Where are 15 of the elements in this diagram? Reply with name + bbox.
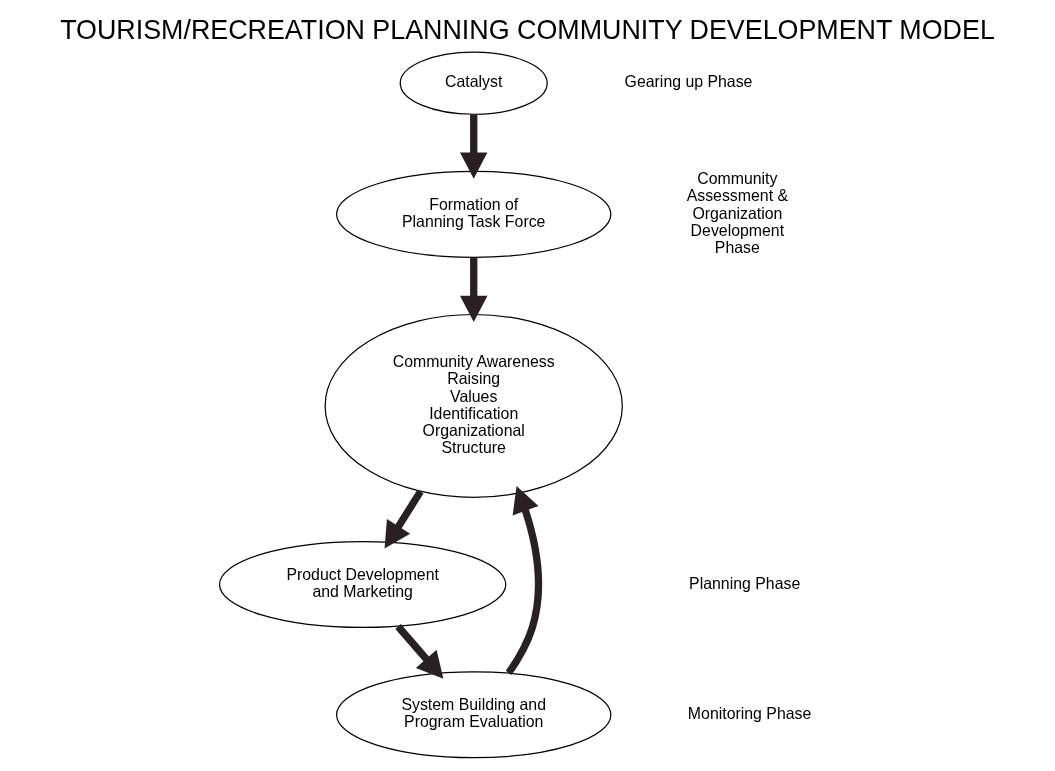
diagram-title: TOURISM/RECREATION PLANNING COMMUNITY DEVELOPMENT MODEL: [60, 15, 995, 46]
node-ellipse: Product Development and Marketing: [218, 540, 507, 629]
label: Community Assessment & Organization Development Phase: [686, 170, 789, 256]
arrow: [395, 624, 444, 679]
node-ellipse: Formation of Planning Task Force: [335, 170, 612, 258]
node-ellipse: Catalyst: [399, 51, 548, 115]
arrow: [505, 486, 543, 676]
arrow: [459, 114, 488, 179]
arrow: [384, 489, 424, 549]
label: Gearing up Phase: [624, 73, 753, 91]
node-ellipse: System Building and Program Evaluation: [335, 671, 612, 759]
label: Monitoring Phase: [687, 704, 812, 722]
arrow: [459, 257, 488, 322]
label: Planning Phase: [689, 574, 801, 592]
node-ellipse: Community Awareness Raising Values Identification Organizational Structure: [324, 313, 623, 498]
